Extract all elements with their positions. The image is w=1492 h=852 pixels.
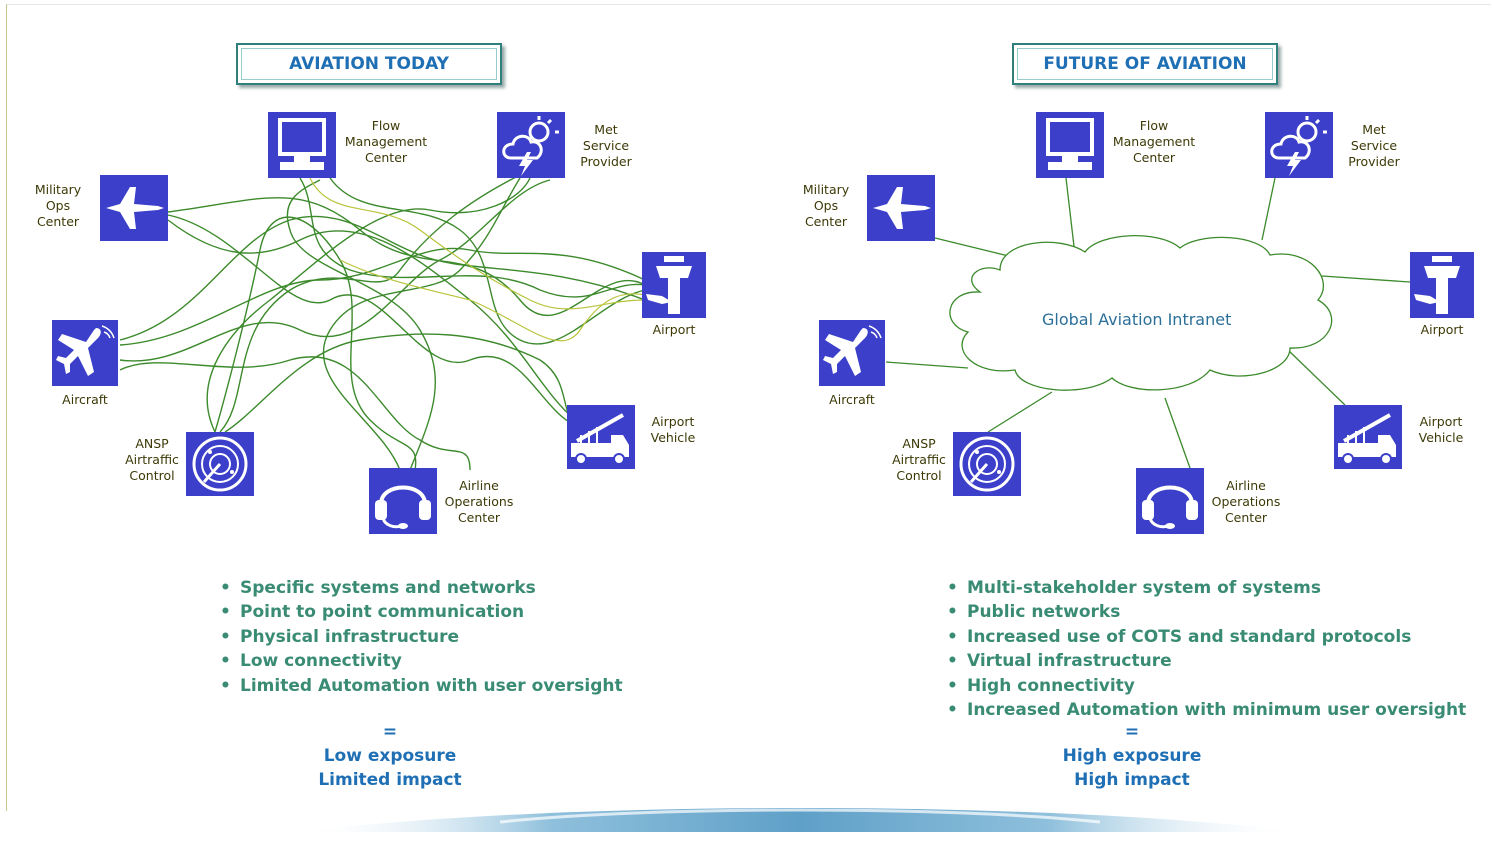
bullet-item: Increased use of COTS and standard proto… [947, 625, 1466, 650]
global-intranet-cloud [949, 235, 1333, 391]
headset-icon [369, 468, 437, 534]
bullet-item: Public networks [947, 600, 1466, 625]
equals-sign: = [382, 722, 398, 742]
monitor-icon [1036, 112, 1104, 178]
aviation-today-bullets: Specific systems and networks Point to p… [220, 576, 623, 698]
impact-text: Limited impact [318, 770, 462, 790]
radar-icon [186, 432, 254, 496]
label-met-service: Met Service Provider [580, 122, 632, 169]
weather-storm-icon [497, 112, 565, 178]
label-flow-management: Flow Management Center [1112, 118, 1196, 165]
monitor-icon [268, 112, 336, 178]
label-airport: Airport [1420, 322, 1464, 337]
control-tower-icon [1410, 252, 1474, 318]
bullet-item: High connectivity [947, 674, 1466, 699]
military-jet-icon [867, 175, 935, 241]
label-met-service: Met Service Provider [1348, 122, 1400, 169]
impact-text: High impact [1074, 770, 1190, 790]
label-airline-ops: Airline Operations Center [1211, 478, 1281, 525]
bullet-item: Limited Automation with user oversight [220, 674, 623, 699]
bullet-item: Virtual infrastructure [947, 649, 1466, 674]
label-airport-vehicle: Airport Vehicle [650, 414, 696, 445]
equals-sign: = [1124, 722, 1140, 742]
bullet-item: Point to point communication [220, 600, 623, 625]
airplane-icon [819, 320, 885, 386]
label-flow-management: Flow Management Center [344, 118, 428, 165]
bullet-item: Physical infrastructure [220, 625, 623, 650]
radar-icon [953, 432, 1021, 496]
headset-icon [1136, 468, 1204, 534]
label-airline-ops: Airline Operations Center [444, 478, 514, 525]
weather-storm-icon [1265, 112, 1333, 178]
military-jet-icon [100, 175, 168, 241]
bullet-item: Low connectivity [220, 649, 623, 674]
label-airport: Airport [652, 322, 696, 337]
label-aircraft: Aircraft [62, 392, 108, 407]
cloud-label: Global Aviation Intranet [1042, 310, 1232, 329]
label-military-ops: Military Ops Center [34, 182, 82, 229]
bullet-item: Increased Automation with minimum user o… [947, 698, 1466, 723]
label-ansp: ANSP Airtraffic Control [125, 436, 179, 483]
label-airport-vehicle: Airport Vehicle [1418, 414, 1464, 445]
airport-vehicle-icon [567, 405, 635, 469]
airport-vehicle-icon [1334, 405, 1402, 469]
point-to-point-wires [119, 174, 646, 471]
future-aviation-title: FUTURE OF AVIATION [1012, 43, 1278, 85]
label-military-ops: Military Ops Center [802, 182, 850, 229]
label-ansp: ANSP Airtraffic Control [892, 436, 946, 483]
airplane-icon [52, 320, 118, 386]
control-tower-icon [642, 252, 706, 318]
slide-frame [6, 4, 1491, 811]
aviation-today-summary: = Low exposure Limited impact [300, 720, 480, 792]
bullet-item: Multi-stakeholder system of systems [947, 576, 1466, 601]
aviation-today-title: AVIATION TODAY [236, 43, 502, 85]
exposure-text: Low exposure [323, 746, 457, 766]
label-aircraft: Aircraft [829, 392, 875, 407]
exposure-text: High exposure [1062, 746, 1202, 766]
future-aviation-summary: = High exposure High impact [1042, 720, 1222, 792]
bullet-item: Specific systems and networks [220, 576, 623, 601]
earth-horizon-image [300, 808, 1300, 832]
future-aviation-bullets: Multi-stakeholder system of systems Publ… [947, 576, 1466, 723]
intranet-links [885, 177, 1411, 469]
